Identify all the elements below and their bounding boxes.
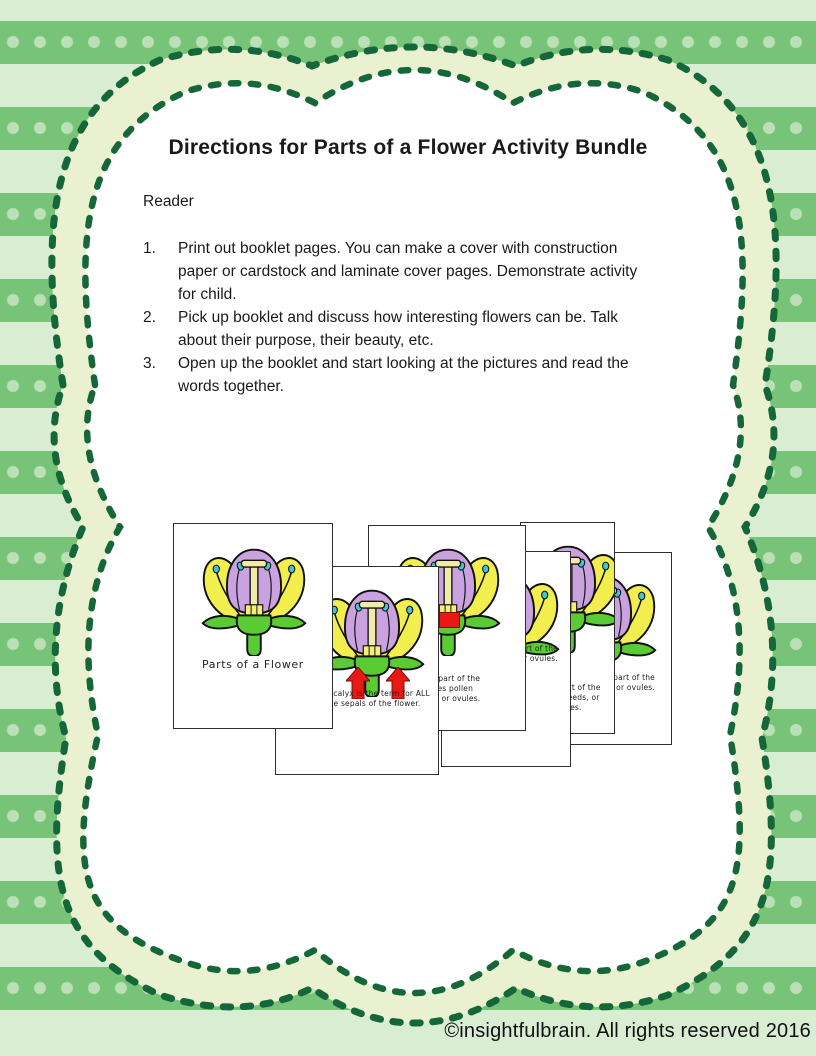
card-caption: The calyx is the term for ALL the sepals…: [316, 689, 430, 708]
step-number: 3.: [143, 355, 156, 372]
audience-label: Reader: [143, 193, 194, 210]
step-text: Open up the booklet and start looking at…: [178, 355, 629, 395]
red-highlight-rectangle: [439, 612, 460, 628]
step-list: 1. Print out booklet pages. You can make…: [143, 237, 658, 398]
step-text: Pick up booklet and discuss how interest…: [178, 309, 618, 349]
step-number: 2.: [143, 309, 156, 326]
cover-card: Parts of a Flower: [173, 523, 333, 729]
flower-diagram-illustration: [201, 548, 307, 656]
card-caption: is the part of the makes pollen seeds, o…: [413, 674, 481, 703]
copyright-text: ©insightfulbrain. All rights reserved 20…: [444, 1020, 811, 1042]
step-item: 3. Open up the booklet and start looking…: [143, 352, 658, 398]
card-title: Parts of a Flower: [202, 658, 304, 671]
page-title: Directions for Parts of a Flower Activit…: [168, 136, 648, 159]
step-text: Print out booklet pages. You can make a …: [178, 240, 638, 303]
card-caption: part of the or ovules.: [613, 673, 655, 692]
step-item: 1. Print out booklet pages. You can make…: [143, 237, 658, 306]
step-item: 2. Pick up booklet and discuss how inter…: [143, 306, 658, 352]
step-number: 1.: [143, 240, 156, 257]
